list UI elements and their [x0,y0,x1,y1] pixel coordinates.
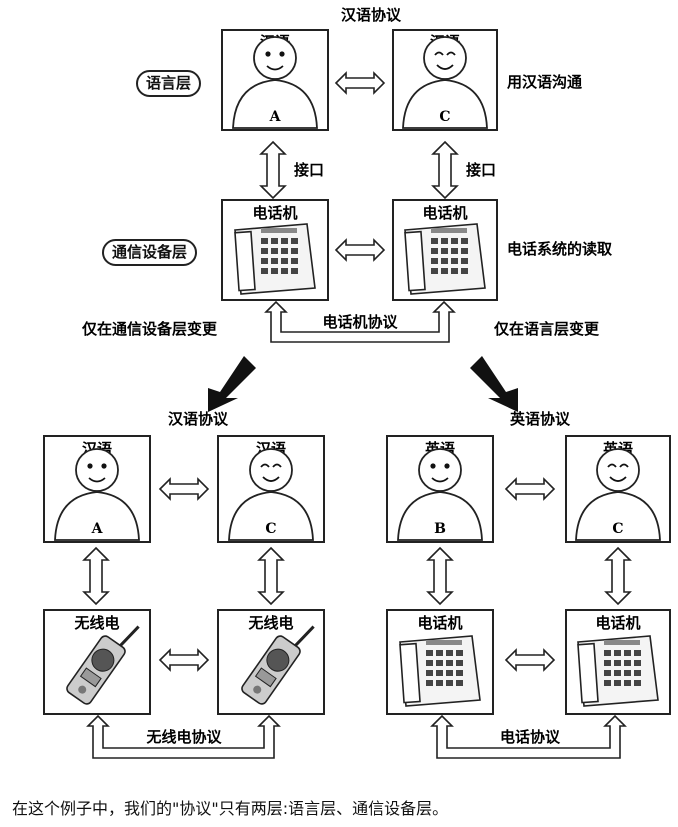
br-device-double-arrow [505,649,555,671]
bottom-right-section: 英语协议 英语 B 英语 C 电话机 电话机 电话协议 [386,410,671,759]
layer-language-pill: 语言层 [136,70,202,97]
top-right-note-lang: 用汉语沟通 [507,73,582,91]
br-vertical-arrow-left [427,547,453,605]
top-interface-arrow-right [432,141,458,199]
top-phone-protocol-bracket [264,300,456,343]
top-section: 汉语协议 汉语 A 汉语 C 用汉语沟通 接口 接口 电话机 电话机 电话系统的… [221,6,613,343]
desk-phone-icon [399,635,481,707]
top-protocol-label: 汉语协议 [341,6,402,24]
desk-phone-icon [577,635,659,707]
bottom-left-section: 汉语协议 汉语 A 汉语 C 无线电 无线电 无线电协议 [43,410,325,759]
bl-device-left-label: 无线电 [73,614,119,632]
top-phone-left-label: 电话机 [252,204,297,222]
br-device-protocol-bracket [430,714,627,759]
desk-phone-icon [404,223,486,295]
br-device-right-label: 电话机 [595,614,640,632]
top-interface-arrow-left [260,141,286,199]
top-device-double-arrow [335,239,385,261]
bl-person-c-letter: C [265,521,276,537]
top-language-double-arrow [335,72,385,94]
branch-right-note: 仅在语言层变更 [493,320,600,338]
top-phone-protocol: 电话机协议 [322,313,398,331]
bl-language-double-arrow [159,478,209,500]
branch-right-arrow-icon [470,356,518,412]
bl-vertical-arrow-right [258,547,284,605]
bl-protocol-label: 汉语协议 [168,410,229,428]
top-person-a-letter: A [269,109,282,125]
top-interface-right: 接口 [466,161,496,179]
br-protocol-label: 英语协议 [510,410,571,428]
bl-device-protocol-bracket [86,714,281,759]
br-device-protocol: 电话协议 [500,728,561,746]
top-phone-right-label: 电话机 [422,204,467,222]
branch-left-note: 仅在通信设备层变更 [81,320,218,338]
bl-device-double-arrow [159,649,209,671]
top-person-c-letter: C [439,109,450,125]
bl-device-protocol: 无线电协议 [145,728,222,746]
top-interface-left: 接口 [294,161,324,179]
br-person-b-letter: B [434,521,446,537]
caption-text: 在这个例子中，我们的"协议"只有两层:语言层、通信设备层。 [12,799,449,818]
layer-device-pill: 通信设备层 [102,239,198,266]
branch-left-arrow-icon [208,356,256,412]
bl-vertical-arrow-left [83,547,109,605]
br-person-c-letter: C [612,521,623,537]
br-device-left-label: 电话机 [417,614,462,632]
bl-person-a-letter: A [91,521,104,537]
bl-device-right-label: 无线电 [247,614,293,632]
br-language-double-arrow [505,478,555,500]
top-right-note-device: 电话系统的读取 [507,240,613,258]
desk-phone-icon [234,223,316,295]
br-vertical-arrow-right [605,547,631,605]
